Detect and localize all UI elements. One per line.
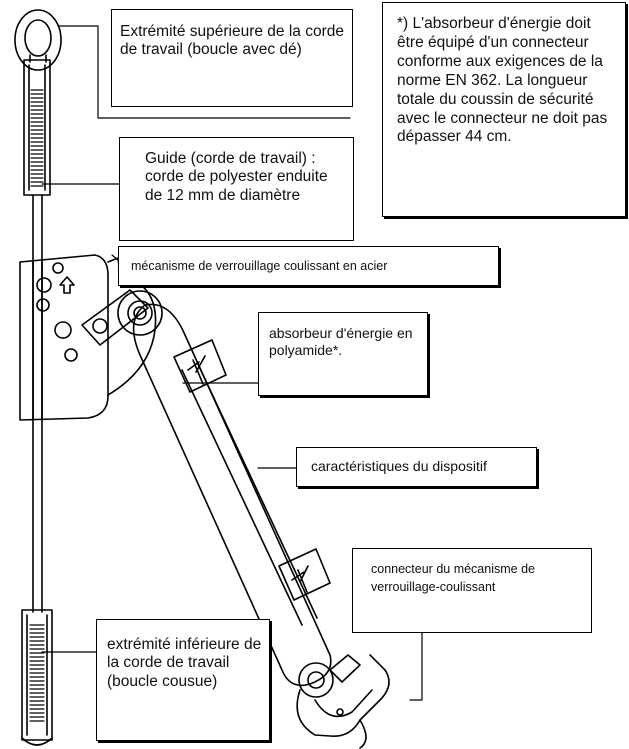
top-thimble-loop — [14, 9, 62, 71]
label-locking-mechanism: mécanisme de verrouillage coulissant en … — [118, 246, 499, 286]
label-connector: connecteur du mécanisme de verrouillage-… — [352, 548, 592, 633]
label-guide: Guide (corde de travail) : corde de poly… — [119, 137, 354, 241]
bottom-sleeve — [21, 609, 53, 741]
slider-body — [19, 254, 109, 421]
label-bottom-end: extrémité inférieure de la corde de trav… — [96, 619, 270, 741]
top-sleeve — [23, 59, 51, 196]
swivel-eye — [117, 290, 163, 336]
label-absorber: absorbeur d'énergie en polyamide*. — [258, 312, 428, 396]
top-stitching — [30, 89, 44, 187]
energy-absorber — [132, 303, 332, 687]
label-note: *) L'absorbeur d'énergie doit être équip… — [382, 2, 626, 217]
bottom-stitching — [29, 624, 45, 722]
label-characteristics: caractéristiques du dispositif — [296, 447, 537, 487]
rope — [32, 194, 43, 613]
carabiner-hook — [296, 654, 390, 749]
bottom-loop-end — [21, 737, 53, 746]
label-top-end: Extrémité supérieure de la corde de trav… — [111, 9, 353, 107]
hinge-link — [81, 289, 149, 346]
